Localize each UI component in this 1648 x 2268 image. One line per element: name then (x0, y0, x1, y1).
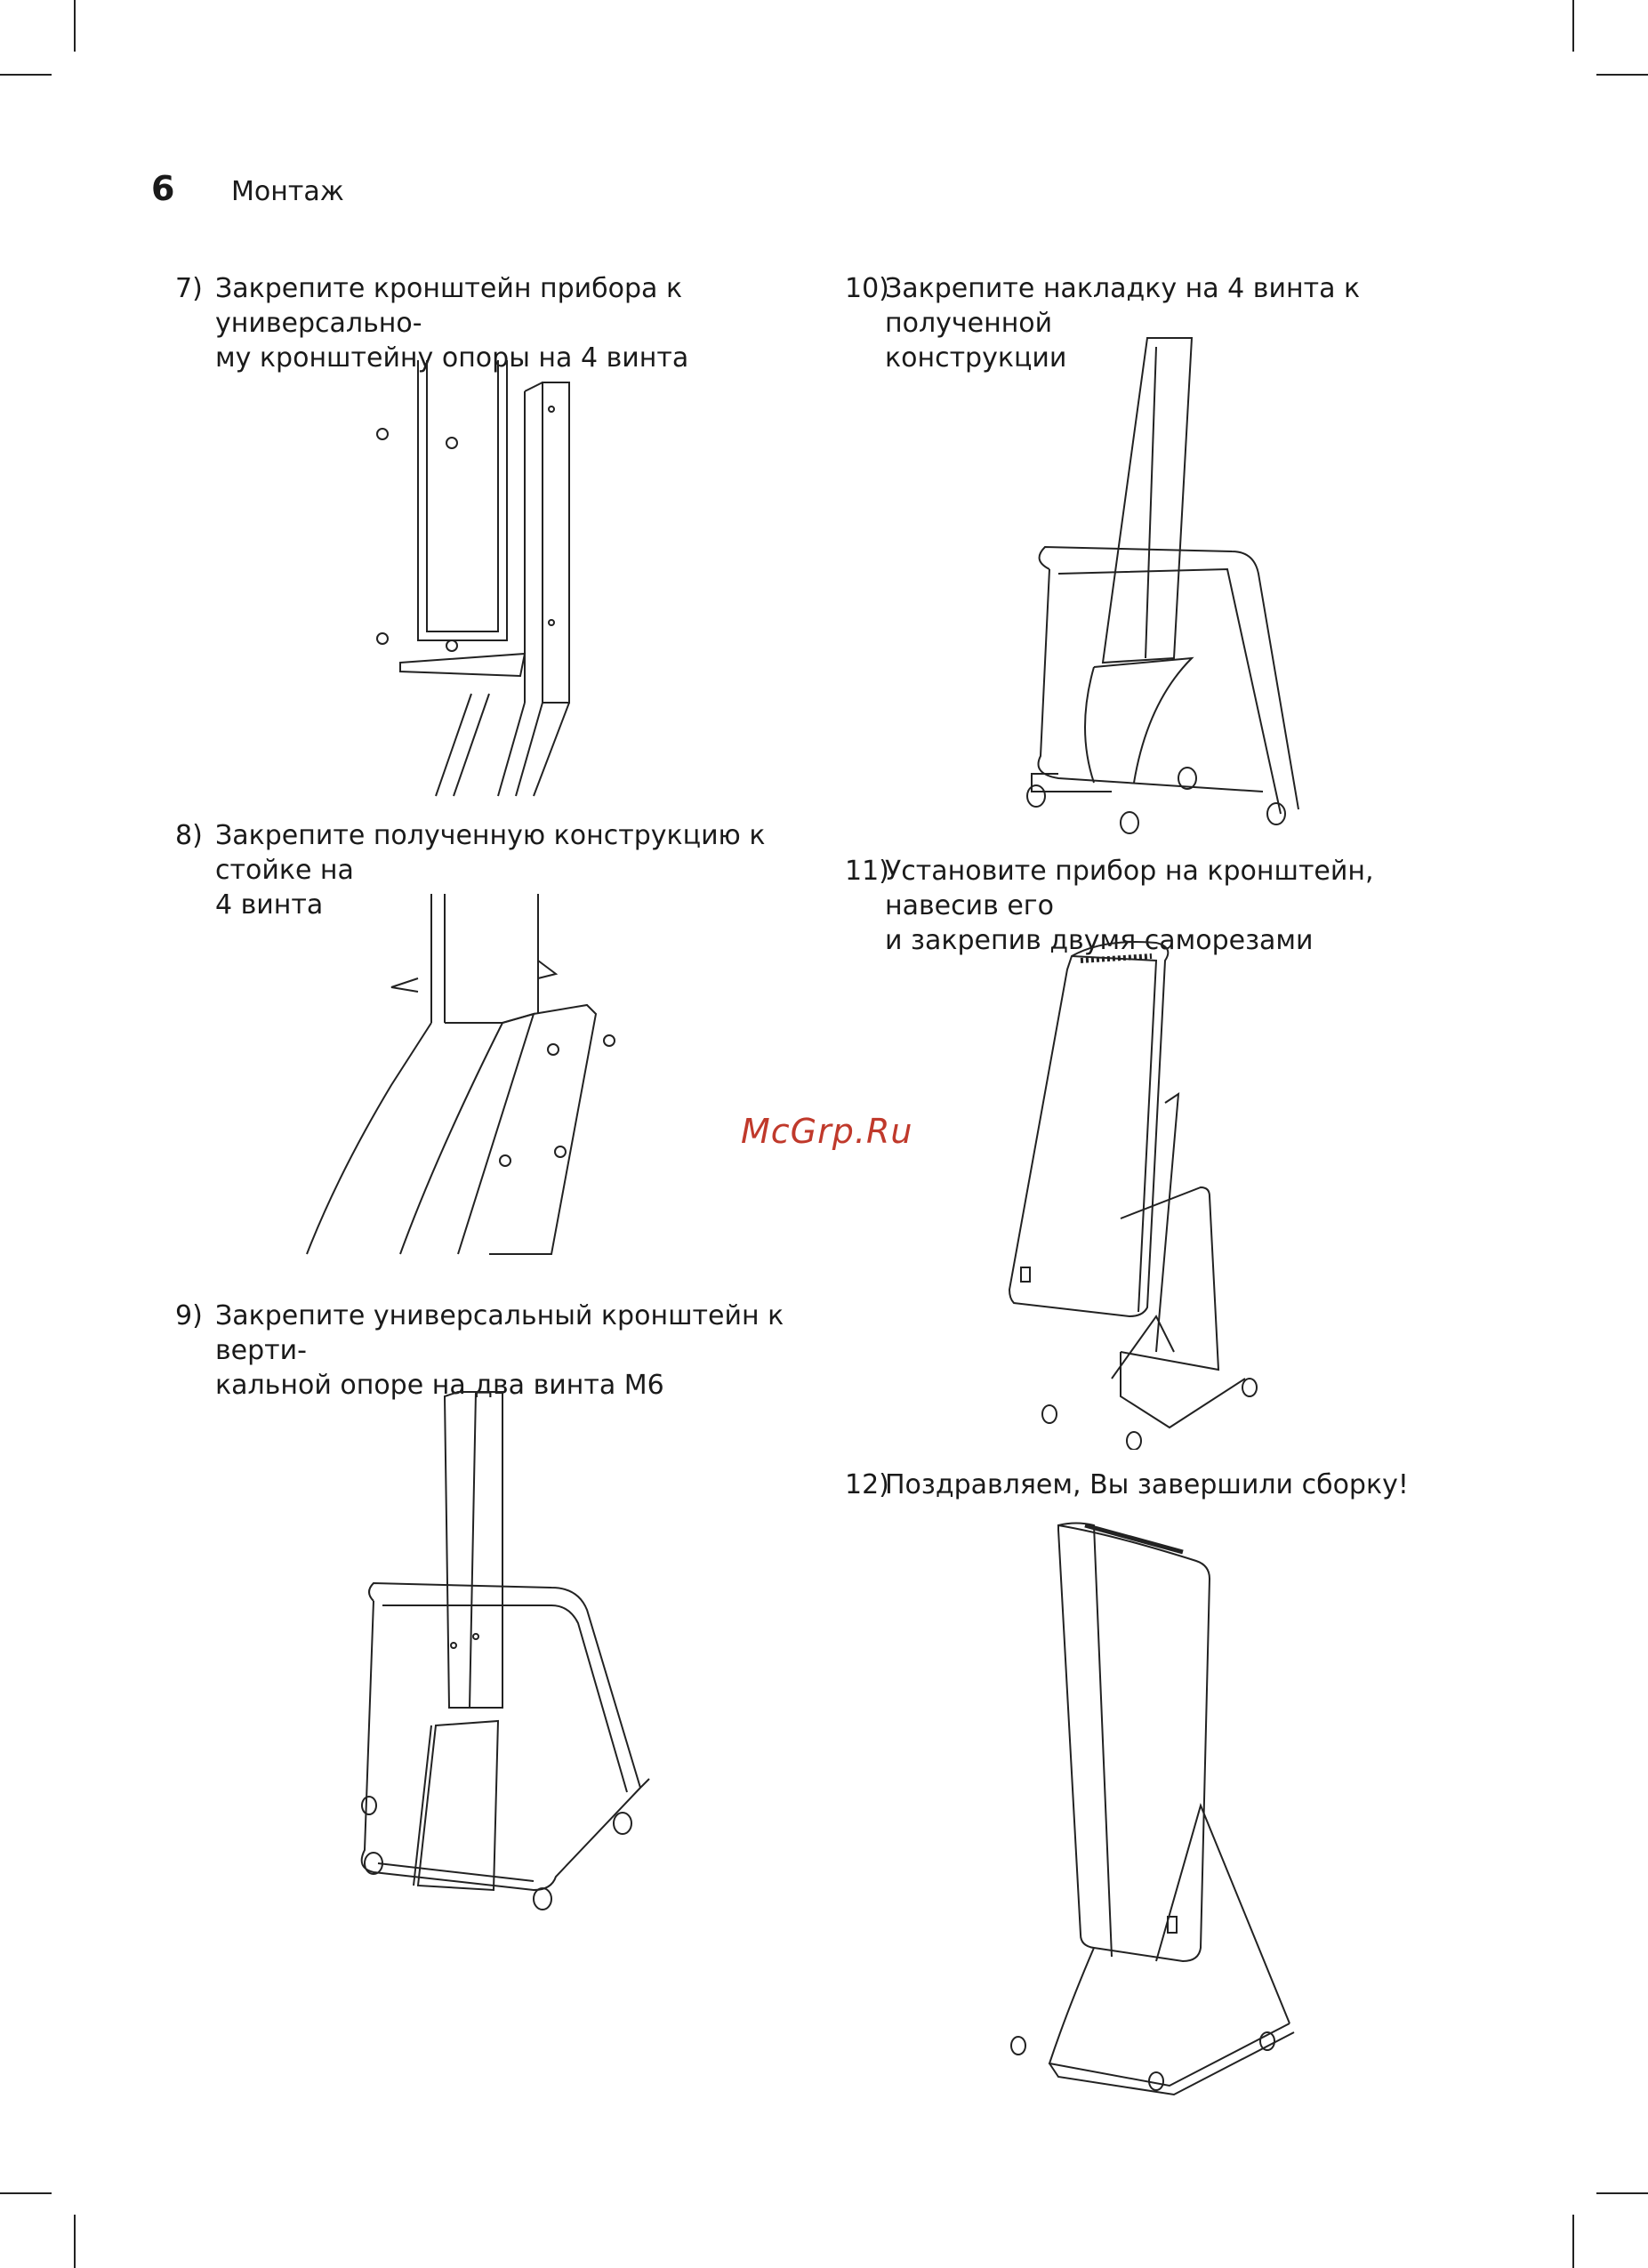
step-text: Закрепите универсальный кронштейн к верт… (215, 1300, 784, 1401)
step-number: 8) (175, 820, 203, 851)
illustration-step-12 (996, 1512, 1298, 2099)
step-text: Закрепите кронштейн прибора к универсаль… (215, 273, 689, 374)
step-7: 7) Закрепите кронштейн прибора к универс… (175, 271, 816, 374)
step-number: 12) (845, 1469, 889, 1500)
step-8: 8) Закрепите полученную конструкцию к ст… (175, 818, 816, 921)
page-number: 6 (151, 169, 175, 208)
step-number: 10) (845, 273, 889, 304)
section-title: Монтаж (231, 176, 344, 207)
watermark: McGrp.Ru (741, 1112, 913, 1151)
step-11: 11) Установите прибор на кронштейн, наве… (845, 854, 1485, 956)
crop-mark-top-right-h (1596, 74, 1648, 76)
step-10: 10) Закрепите накладку на 4 винта к полу… (845, 271, 1485, 374)
illustration-step-11 (996, 934, 1298, 1450)
illustration-step-9 (320, 1387, 658, 1939)
step-text: Поздравляем, Вы завершили сборку! (885, 1469, 1409, 1500)
step-12: 12) Поздравляем, Вы завершили сборку! (845, 1468, 1485, 1508)
illustration-step-7 (356, 356, 658, 800)
crop-mark-bottom-left-v (74, 2215, 76, 2268)
step-text: Закрепите полученную конструкцию к стойк… (215, 820, 766, 921)
crop-mark-top-left-v (74, 0, 76, 52)
step-text: Закрепите накладку на 4 винта к полученн… (885, 273, 1361, 374)
step-text: Установите прибор на кронштейн, навесив … (885, 856, 1374, 956)
illustration-step-8 (302, 889, 640, 1263)
illustration-step-10 (978, 329, 1316, 836)
crop-mark-bottom-right-v (1572, 2215, 1574, 2268)
crop-mark-top-left-h (0, 74, 52, 76)
crop-mark-bottom-right-h (1596, 2192, 1648, 2194)
crop-mark-bottom-left-h (0, 2192, 52, 2194)
step-9: 9) Закрепите универсальный кронштейн к в… (175, 1299, 816, 1401)
crop-mark-top-right-v (1572, 0, 1574, 52)
step-number: 7) (175, 273, 203, 304)
step-number: 11) (845, 856, 889, 887)
step-number: 9) (175, 1300, 203, 1331)
page-header: 6 Монтаж (151, 169, 344, 213)
